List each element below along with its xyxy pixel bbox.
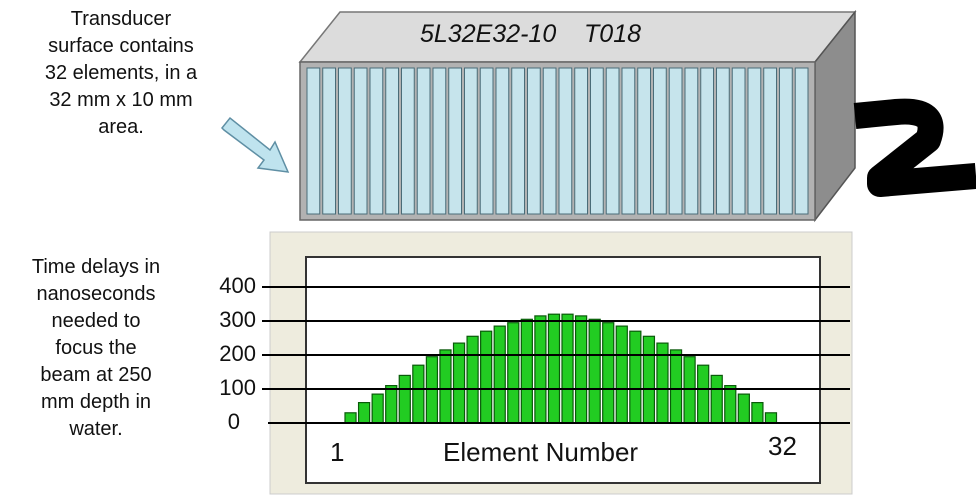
chart-panel xyxy=(262,231,853,495)
bar-element-4 xyxy=(385,385,398,424)
bar-element-23 xyxy=(642,335,656,424)
bar-element-28 xyxy=(710,374,723,424)
bar-element-20 xyxy=(602,322,615,424)
x-tick-first: 1 xyxy=(330,437,345,467)
transducer-model-label: 5L32E32-10 T018 xyxy=(420,20,641,48)
transducer-element xyxy=(716,67,730,215)
bar-element-6 xyxy=(412,364,425,424)
transducer-element xyxy=(653,67,667,215)
x-axis-label: Element Number xyxy=(443,437,639,467)
transducer-element xyxy=(495,67,510,215)
transducer-element xyxy=(684,67,699,215)
bar-element-5 xyxy=(398,374,411,424)
transducer-block xyxy=(298,9,976,223)
model-label-anchor: 5L32E32-10 T018 xyxy=(420,20,641,49)
y-tick-100: 100 xyxy=(219,375,256,400)
bar-element-32 xyxy=(764,412,778,424)
transducer-element xyxy=(479,67,494,215)
transducer-element xyxy=(416,67,431,215)
bar-element-8 xyxy=(439,349,452,424)
x-tick-last: 32 xyxy=(768,431,797,461)
transducer-elements xyxy=(306,67,809,215)
transducer-element xyxy=(779,67,793,215)
bar-element-25 xyxy=(669,349,683,424)
transducer-element xyxy=(794,67,809,215)
transducer-cable xyxy=(853,98,976,197)
transducer-element xyxy=(558,67,573,215)
transducer-description: Transducer surface contains 32 elements,… xyxy=(44,8,198,138)
transducer-element xyxy=(527,67,541,215)
transducer-element xyxy=(590,67,604,215)
bar-element-22 xyxy=(629,330,642,424)
transducer-element xyxy=(369,67,384,215)
pointer-arrow xyxy=(220,116,290,173)
bar-element-10 xyxy=(466,335,479,424)
transducer-element xyxy=(448,67,462,215)
transducer-element xyxy=(511,67,525,215)
transducer-element xyxy=(322,67,336,215)
transducer-element xyxy=(747,67,762,215)
bar-element-18 xyxy=(574,315,588,424)
bar-element-30 xyxy=(737,393,750,424)
transducer-element xyxy=(353,67,368,215)
bar-element-29 xyxy=(724,385,737,424)
transducer-element xyxy=(731,67,746,215)
bar-element-17 xyxy=(561,313,574,424)
y-tick-0: 0 xyxy=(227,409,240,434)
y-tick-200: 200 xyxy=(219,341,256,366)
bar-element-11 xyxy=(480,330,493,424)
transducer-element xyxy=(432,67,447,215)
delay-description: Time delays in nanoseconds needed to foc… xyxy=(31,256,161,440)
bar-element-16 xyxy=(547,313,561,424)
transducer-element xyxy=(338,67,352,215)
transducer-element xyxy=(464,67,478,215)
bar-element-31 xyxy=(751,402,764,424)
transducer-element xyxy=(385,67,399,215)
y-tick-300: 300 xyxy=(219,307,256,332)
bar-element-14 xyxy=(520,318,533,424)
gridlines xyxy=(262,286,850,424)
transducer-element xyxy=(306,67,321,215)
bar-element-3 xyxy=(371,393,384,424)
bar-element-2 xyxy=(357,402,371,424)
y-tick-400: 400 xyxy=(219,273,256,298)
transducer-element xyxy=(542,67,557,215)
transducer-element xyxy=(668,67,683,215)
bar-element-27 xyxy=(697,364,710,424)
arrow-shape xyxy=(220,116,290,173)
bar-element-21 xyxy=(615,325,628,424)
transducer-element xyxy=(605,67,620,215)
transducer-element xyxy=(763,67,777,215)
bar-element-1 xyxy=(344,412,357,424)
transducer-element xyxy=(700,67,714,215)
bar-element-19 xyxy=(588,318,601,424)
transducer-element xyxy=(574,67,588,215)
bar-element-12 xyxy=(493,325,506,424)
bar-element-15 xyxy=(534,315,547,424)
transducer-element xyxy=(637,67,651,215)
transducer-element xyxy=(401,67,415,215)
transducer-element xyxy=(621,67,636,215)
bar-element-13 xyxy=(507,322,520,424)
